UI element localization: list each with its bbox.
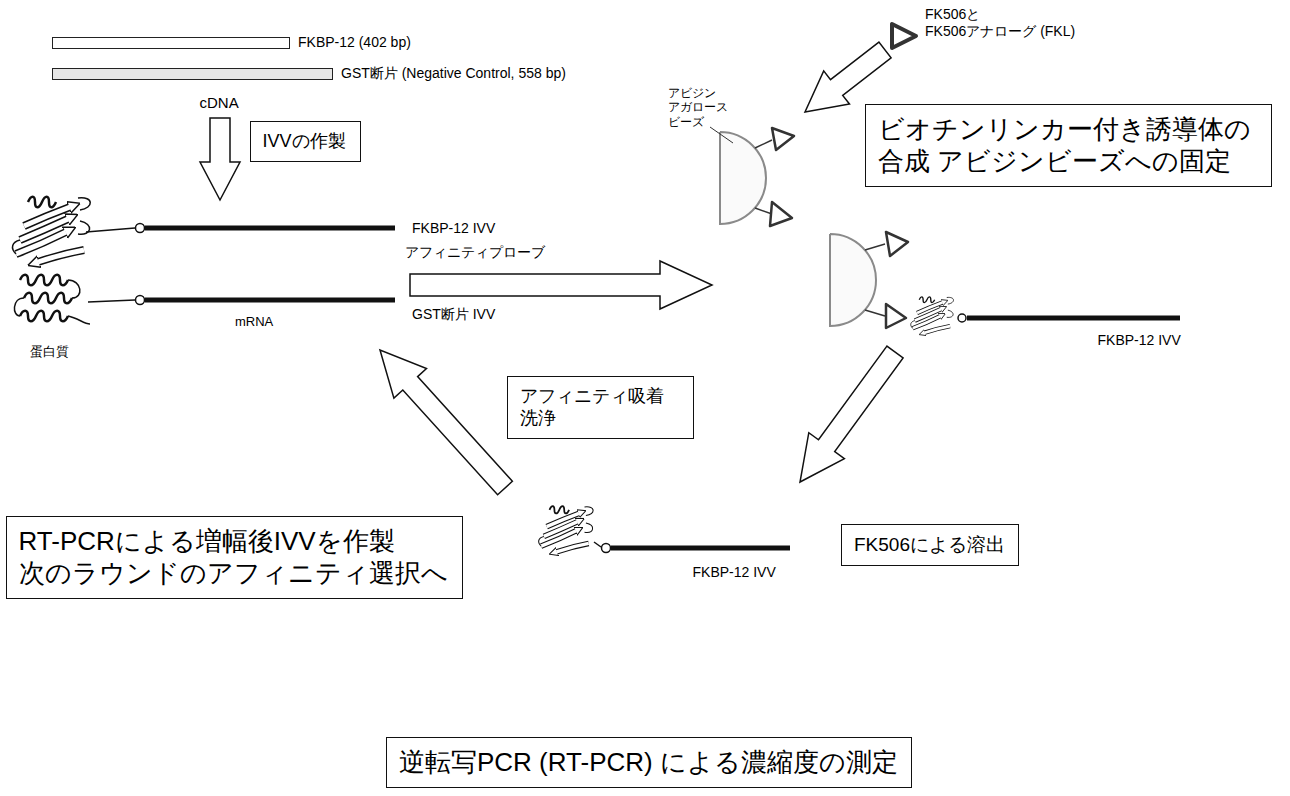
hollow-arrow [805,42,891,112]
probe-label: アフィニティプローブ [405,244,546,261]
bead-label: アビジン アガロース ビーズ [668,86,734,129]
cdna-bar [52,37,290,49]
box-text: 逆転写PCR (RT-PCR) による濃縮度の測定 [399,746,899,779]
puromycin-link [136,224,145,233]
puromycin-link [602,544,611,553]
hollow-arrow [200,118,240,200]
hollow-arrow [380,350,512,495]
linker [594,542,601,547]
box-text: RT-PCRによる増幅後IVVを作製 次のラウンドのアフィニティ選択へ [19,525,449,590]
ivv-label: GST断片 IVV [412,306,497,323]
mrna-strand [967,316,1180,321]
protein-label: 蛋白質 [30,344,70,360]
ivv-label: FKBP-12 IVV [1098,332,1183,349]
box-text: アフィニティ吸着 洗浄 [520,385,680,430]
box-text: FK506による溶出 [854,533,1006,557]
bead-linker [865,244,885,250]
mrna-strand [145,298,395,303]
fkbp-protein [13,197,91,262]
construct-label: FKBP-12 (402 bp) [298,34,411,52]
bead-linker [755,208,772,214]
process-box: IVVの作製 [250,121,361,162]
ligand-triangle [772,128,794,150]
bead-linker [755,140,772,148]
mrna-strand [611,546,790,551]
ligand-triangle [886,232,908,256]
fkbp-protein [539,506,593,552]
reagent-label: FK506と FK506アナローグ (FKL) [925,6,1085,40]
hollow-arrow [410,261,712,309]
fkbp-protein [911,297,954,333]
cdna-construct: GST断片 (Negative Control, 558 bp) [52,65,567,83]
linker [88,300,135,302]
leader-line [710,127,733,143]
cdna-label: cDNA [200,94,241,112]
cdna-construct: FKBP-12 (402 bp) [52,34,412,52]
bead-linker [865,310,885,316]
puromycin-link [136,296,145,305]
ligand-triangle [770,202,792,226]
process-box: ビオチンリンカー付き誘導体の 合成 アビジンビーズへの固定 [865,104,1272,187]
ligand-triangle [886,304,906,328]
hollow-arrow [800,346,903,482]
gst-protein [14,275,90,324]
cdna-bar [52,68,333,80]
process-box: RT-PCRによる増幅後IVVを作製 次のラウンドのアフィニティ選択へ [6,516,463,599]
ivv-label: FKBP-12 IVV [693,564,778,581]
ligand-triangle [892,24,916,48]
avidin-bead [830,234,876,326]
box-text: ビオチンリンカー付き誘導体の 合成 アビジンビーズへの固定 [878,113,1258,178]
puromycin-link [958,314,966,322]
construct-label: GST断片 (Negative Control, 558 bp) [341,65,566,83]
mrna-label: mRNA [235,314,275,330]
process-box: 逆転写PCR (RT-PCR) による濃縮度の測定 [386,737,912,788]
ivv-label: FKBP-12 IVV [412,220,497,237]
process-box: FK506による溶出 [841,524,1019,566]
mrna-strand [145,226,395,231]
process-box: アフィニティ吸着 洗浄 [507,376,694,439]
linker [86,228,135,232]
box-text: IVVの作製 [263,130,348,153]
